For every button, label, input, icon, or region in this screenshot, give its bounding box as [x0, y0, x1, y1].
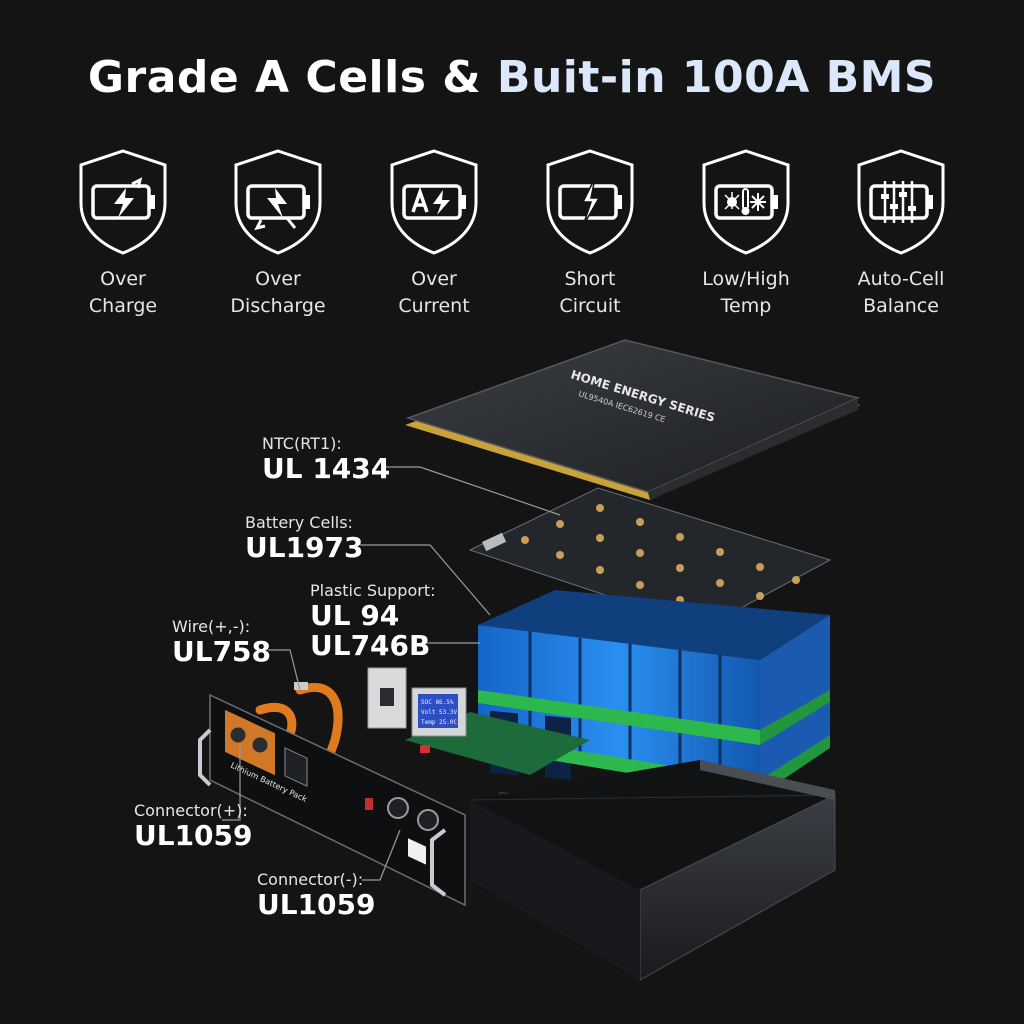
- circuit-breaker: [367, 667, 407, 729]
- callout-connector-negative: Connector(-): UL1059: [257, 870, 376, 920]
- leader-lines: [222, 466, 561, 881]
- battery-cells: [478, 590, 830, 795]
- short-circuit-icon: [546, 149, 634, 255]
- feature-over-discharge: Over Discharge: [200, 148, 356, 320]
- callout-plastic-value1: UL 94: [310, 599, 400, 632]
- callout-ntc: NTC(RT1): UL 1434: [262, 434, 390, 484]
- callout-plastic-value2: UL746B: [310, 629, 431, 662]
- over-current-icon: [390, 149, 478, 255]
- callout-wire: Wire(+,-): UL758: [172, 617, 271, 667]
- page-title: Grade A Cells & Buit-in 100A BMS: [0, 52, 1024, 103]
- over-charge-icon: [79, 149, 167, 255]
- feature-short-circuit: Short Circuit: [512, 148, 668, 320]
- temperature-icon: [702, 149, 790, 255]
- callout-cells: Battery Cells: UL1973: [245, 513, 364, 563]
- callout-conn-pos-label: Connector(+):: [134, 801, 248, 820]
- front-panel: Lithium Battery Pack: [198, 693, 466, 907]
- callout-ntc-value: UL 1434: [262, 452, 391, 485]
- features-row: Over Charge Over Discharge Over Current: [45, 148, 979, 328]
- callout-ntc-label: NTC(RT1):: [262, 434, 342, 453]
- feature-label: Low/High Temp: [702, 268, 790, 317]
- display-line-2: Volt 53.3V: [421, 709, 458, 716]
- feature-label: Short Circuit: [559, 268, 621, 317]
- callout-conn-pos-value: UL1059: [134, 819, 253, 852]
- feature-label: Over Charge: [88, 268, 158, 317]
- callout-cells-value: UL1973: [245, 531, 364, 564]
- feature-label: Over Discharge: [230, 268, 326, 317]
- title-accent: Buit-in 100A BMS: [496, 52, 937, 103]
- callout-cells-label: Battery Cells:: [245, 513, 353, 532]
- callout-wire-label: Wire(+,-):: [172, 617, 251, 636]
- callout-plastic: Plastic Support: UL 94 UL746B: [310, 581, 435, 661]
- title-main: Grade A Cells &: [87, 52, 497, 103]
- callout-connector-positive: Connector(+): UL1059: [134, 801, 253, 851]
- callout-plastic-label: Plastic Support:: [310, 581, 436, 600]
- feature-temperature: Low/High Temp: [668, 148, 824, 320]
- callout-wire-value: UL758: [172, 635, 272, 668]
- over-discharge-icon: [234, 149, 322, 255]
- cell-balance-icon: [857, 149, 945, 255]
- display-line-1: SOC 86.5%: [421, 699, 454, 706]
- feature-over-current: Over Current: [356, 148, 512, 320]
- battery-lid: HOME ENERGY SERIES UL9540A IEC62619 CE: [405, 339, 861, 500]
- feature-label: Over Current: [398, 268, 470, 317]
- display-line-3: Temp 25.0C: [421, 719, 458, 726]
- feature-label: Auto-Cell Balance: [857, 268, 945, 317]
- feature-cell-balance: Auto-Cell Balance: [823, 148, 979, 320]
- feature-over-charge: Over Charge: [45, 148, 201, 320]
- battery-case: [469, 760, 836, 981]
- callout-conn-neg-label: Connector(-):: [257, 870, 364, 889]
- callout-conn-neg-value: UL1059: [257, 888, 376, 921]
